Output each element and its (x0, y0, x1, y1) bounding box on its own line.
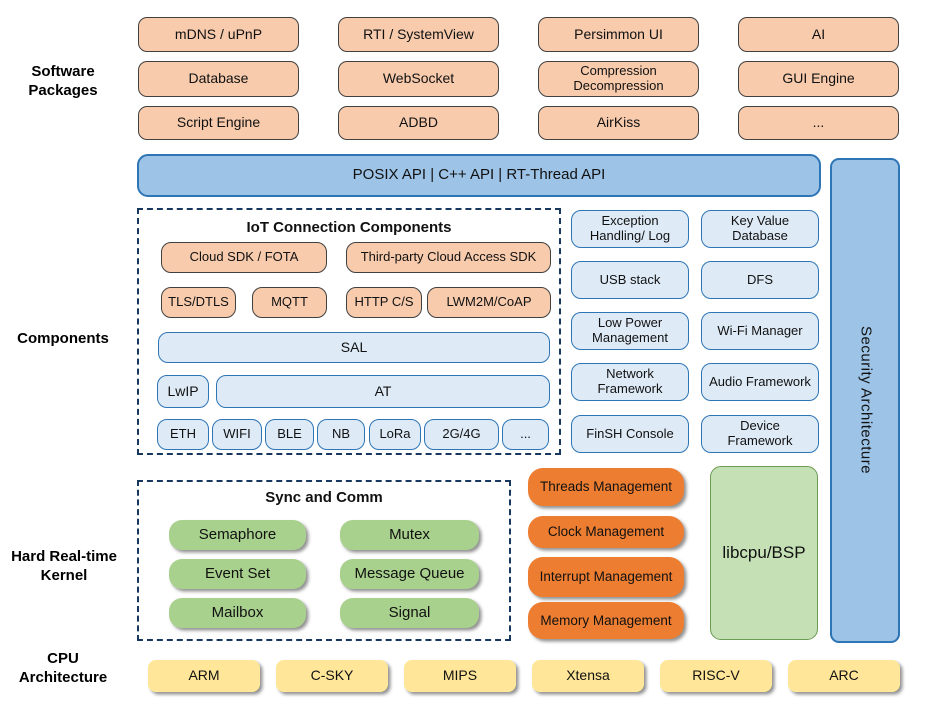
component-box-wifi-manager: Wi-Fi Manager (701, 312, 819, 350)
component-box-exception-handling-log: Exception Handling/ Log (571, 210, 689, 248)
component-box-dfs: DFS (701, 261, 819, 299)
section-label-kernel: Hard Real-time Kernel (11, 548, 117, 584)
kernel-box-mutex: Mutex (340, 520, 479, 550)
component-box-key-value-database: Key Value Database (701, 210, 819, 248)
iot-box-2g4g: 2G/4G (424, 419, 499, 450)
package-box-database: Database (138, 61, 299, 97)
iot-box-lwip: LwIP (157, 375, 209, 408)
iot-box-wifi: WIFI (212, 419, 262, 450)
package-box-mdns-upnp: mDNS / uPnP (138, 17, 299, 52)
cpu-box-mips: MIPS (404, 660, 516, 692)
kernel-box-interrupt-management: Interrupt Management (528, 557, 684, 597)
package-box-websocket: WebSocket (338, 61, 499, 97)
section-label-components: Components (17, 330, 109, 347)
iot-box-sal: SAL (158, 332, 550, 363)
api-bar: POSIX API | C++ API | RT-Thread API (137, 154, 821, 197)
component-box-low-power-management: Low Power Management (571, 312, 689, 350)
kernel-box-event-set: Event Set (169, 559, 306, 589)
kernel-box-memory-management: Memory Management (528, 602, 684, 639)
iot-box-cloud-sdk-fota: Cloud SDK / FOTA (161, 242, 327, 273)
cpu-box-risc-v: RISC-V (660, 660, 772, 692)
libcpu-bsp-box: libcpu/BSP (710, 466, 818, 640)
iot-box-nb: NB (317, 419, 365, 450)
package-box-airkiss: AirKiss (538, 106, 699, 140)
sync-and-comm-box: Sync and Comm Semaphore Mutex Event Set … (137, 480, 511, 641)
kernel-box-semaphore: Semaphore (169, 520, 306, 550)
iot-box-more: ... (502, 419, 549, 450)
kernel-box-signal: Signal (340, 598, 479, 628)
iot-box-lwm2m-coap: LWM2M/CoAP (427, 287, 551, 318)
security-architecture-label: Security Architecture (857, 326, 875, 475)
kernel-box-clock-management: Clock Management (528, 516, 684, 548)
iot-box-eth: ETH (157, 419, 209, 450)
component-box-finsh-console: FinSH Console (571, 415, 689, 453)
package-box-more: ... (738, 106, 899, 140)
component-box-usb-stack: USB stack (571, 261, 689, 299)
package-box-adbd: ADBD (338, 106, 499, 140)
cpu-box-arm: ARM (148, 660, 260, 692)
package-box-rti-systemview: RTI / SystemView (338, 17, 499, 52)
cpu-box-arc: ARC (788, 660, 900, 692)
package-box-persimmon-ui: Persimmon UI (538, 17, 699, 52)
section-label-cpu: CPU Architecture (18, 650, 108, 686)
iot-connection-components-box: IoT Connection Components Cloud SDK / FO… (137, 208, 561, 455)
sync-and-comm-title: Sync and Comm (265, 489, 383, 506)
package-box-gui-engine: GUI Engine (738, 61, 899, 97)
package-box-compression: Compression Decompression (538, 61, 699, 97)
kernel-box-message-queue: Message Queue (340, 559, 479, 589)
cpu-box-xtensa: Xtensa (532, 660, 644, 692)
iot-box-at: AT (216, 375, 550, 408)
iot-box-third-party-sdk: Third-party Cloud Access SDK (346, 242, 551, 273)
security-architecture-bar: Security Architecture (830, 158, 900, 643)
package-box-ai: AI (738, 17, 899, 52)
component-box-audio-framework: Audio Framework (701, 363, 819, 401)
kernel-box-threads-management: Threads Management (528, 468, 684, 506)
component-box-network-framework: Network Framework (571, 363, 689, 401)
section-label-software-packages: Software Packages (28, 63, 98, 99)
component-box-device-framework: Device Framework (701, 415, 819, 453)
iot-box-http-cs: HTTP C/S (346, 287, 422, 318)
kernel-box-mailbox: Mailbox (169, 598, 306, 628)
iot-box-title: IoT Connection Components (246, 219, 452, 236)
cpu-box-c-sky: C-SKY (276, 660, 388, 692)
iot-box-lora: LoRa (369, 419, 421, 450)
iot-box-tls-dtls: TLS/DTLS (161, 287, 236, 318)
iot-box-mqtt: MQTT (252, 287, 327, 318)
iot-box-ble: BLE (265, 419, 314, 450)
package-box-script-engine: Script Engine (138, 106, 299, 140)
